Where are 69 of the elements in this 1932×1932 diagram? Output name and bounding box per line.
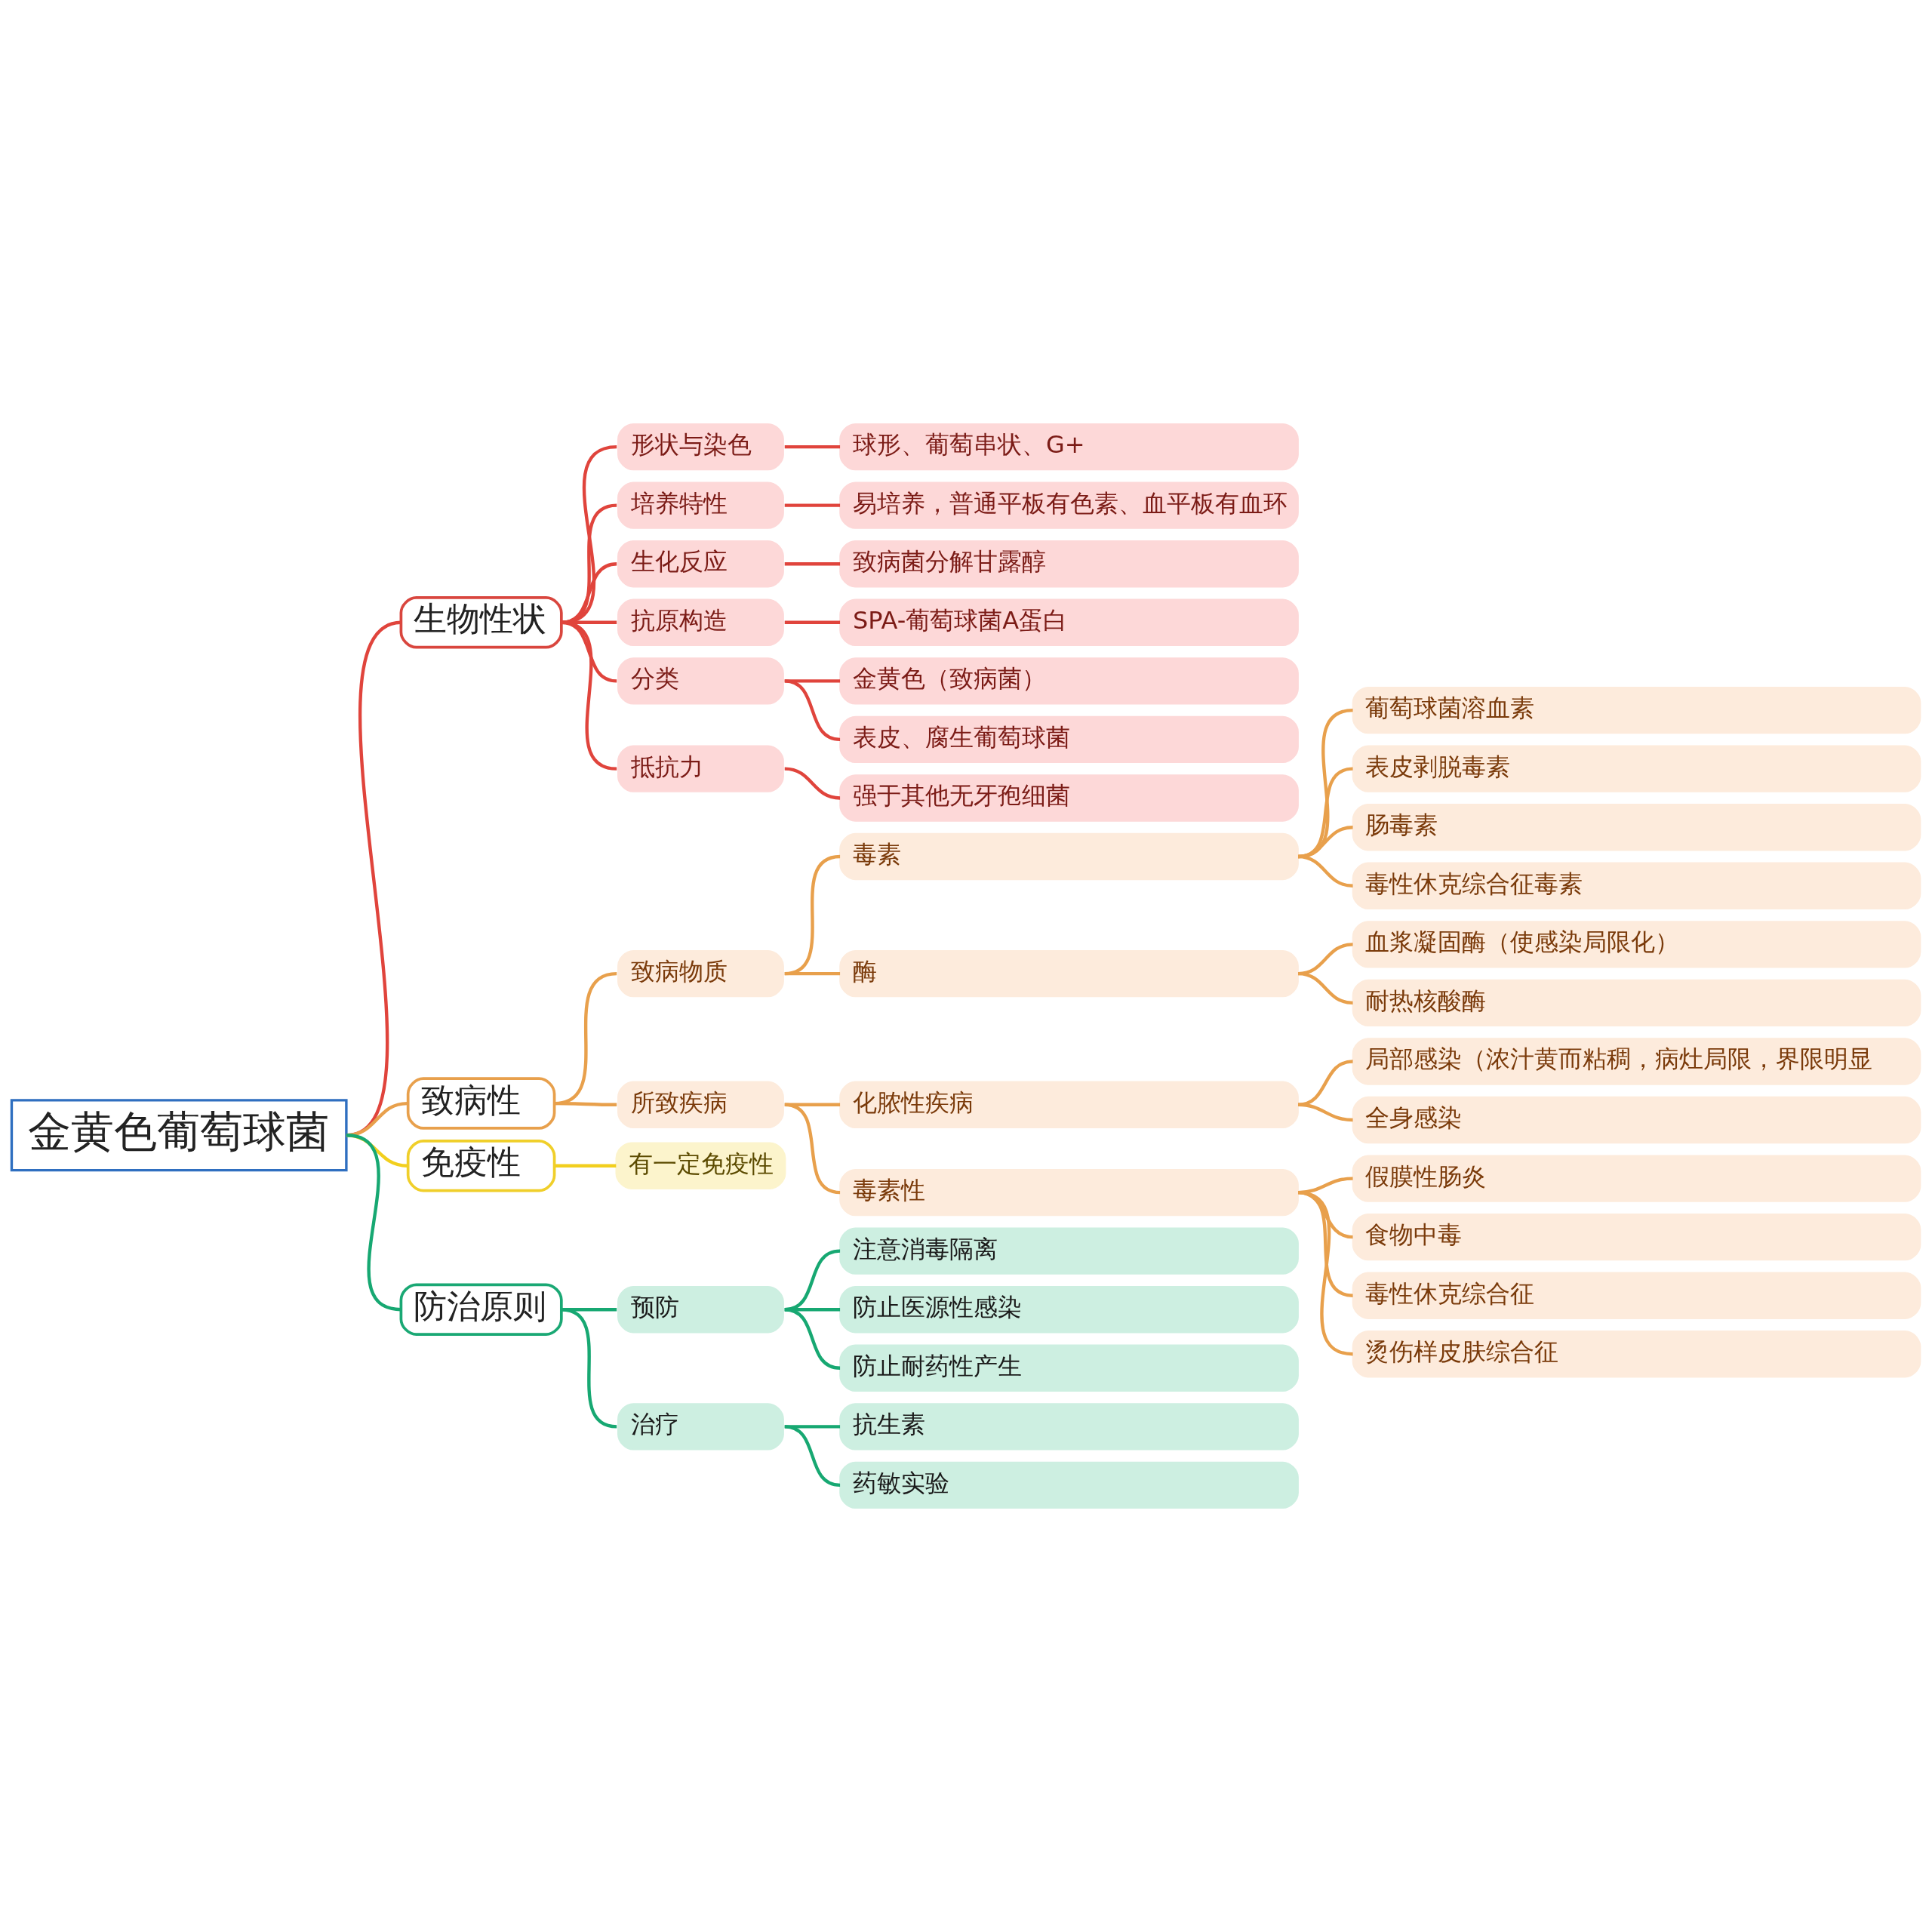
connector <box>555 971 617 1106</box>
connector <box>561 1308 617 1429</box>
connector <box>561 503 617 624</box>
connector <box>1297 1103 1353 1122</box>
node-box: 表皮剥脱毒素 <box>1352 745 1921 792</box>
node-box: 葡萄球菌溶血素 <box>1352 686 1921 734</box>
node-box: 防止医源性感染 <box>839 1286 1299 1334</box>
node-box: 血浆凝固酶（使感染局限化） <box>1352 921 1921 968</box>
node-box: 致病物质 <box>617 949 784 998</box>
connector <box>784 1425 841 1487</box>
connector <box>555 1164 617 1168</box>
node-box: 金黄色葡萄球菌 <box>10 1099 348 1172</box>
connector <box>784 679 841 742</box>
node-box: 球形、葡萄串状、G+ <box>839 423 1299 471</box>
connector <box>784 971 841 976</box>
node-box: 抵抗力 <box>617 745 784 792</box>
node-box: 强于其他无牙孢细菌 <box>839 774 1299 822</box>
node-box: 分类 <box>617 657 784 705</box>
connector <box>561 445 617 624</box>
node-box: 耐热核酸酶 <box>1352 979 1921 1027</box>
connector <box>346 1134 401 1312</box>
node-box: 金黄色（致病菌） <box>839 657 1299 705</box>
node-box: 致病性 <box>406 1077 556 1130</box>
node-box: 易培养，普通平板有色素、血平板有血环 <box>839 481 1299 529</box>
node-box: 毒性休克综合征 <box>1352 1272 1921 1319</box>
node-box: 防治原则 <box>399 1283 563 1336</box>
node-box: SPA-葡萄球菌A蛋白 <box>839 598 1299 646</box>
node-box: 全身感染 <box>1352 1096 1921 1144</box>
connector <box>1297 971 1353 1005</box>
node-box: 食物中毒 <box>1352 1213 1921 1261</box>
node-box: 化脓性疾病 <box>839 1081 1299 1128</box>
connector <box>784 445 841 449</box>
connector <box>784 562 841 566</box>
node-box: 表皮、腐生葡萄球菌 <box>839 715 1299 764</box>
node-box: 致病菌分解甘露醇 <box>839 540 1299 588</box>
connector <box>784 854 841 976</box>
node-box: 有一定免疫性 <box>615 1142 786 1189</box>
connector <box>1297 1060 1353 1106</box>
node-box: 免疫性 <box>406 1139 556 1192</box>
connector <box>561 620 617 771</box>
node-box: 培养特性 <box>617 481 784 529</box>
connector <box>561 562 617 624</box>
connector <box>1297 854 1353 888</box>
connector <box>784 1308 841 1370</box>
node-box: 注意消毒隔离 <box>839 1227 1299 1275</box>
connector <box>784 620 841 624</box>
connector <box>784 767 841 800</box>
connector <box>784 503 841 507</box>
node-box: 局部感染（浓汁黄而粘稠，病灶局限，界限明显 <box>1352 1038 1921 1085</box>
node-box: 酶 <box>839 949 1299 998</box>
node-box: 药敏实验 <box>839 1461 1299 1509</box>
node-box: 烫伤样皮肤综合征 <box>1352 1331 1921 1378</box>
node-box: 防止耐药性产生 <box>839 1344 1299 1392</box>
node-box: 预防 <box>617 1286 784 1334</box>
node-box: 所致疾病 <box>617 1081 784 1128</box>
connector <box>555 1101 617 1106</box>
node-box: 治疗 <box>617 1403 784 1451</box>
node-box: 毒素性 <box>839 1168 1299 1217</box>
node-box: 假膜性肠炎 <box>1352 1155 1921 1202</box>
connector <box>784 1103 841 1195</box>
node-box: 形状与染色 <box>617 423 784 471</box>
node-box: 抗生素 <box>839 1403 1299 1451</box>
node-box: 毒性休克综合征毒素 <box>1352 862 1921 909</box>
connector <box>1297 1190 1353 1356</box>
node-box: 毒素 <box>839 832 1299 881</box>
node-box: 生物性状 <box>399 596 563 649</box>
node-box: 肠毒素 <box>1352 804 1921 851</box>
node-box: 抗原构造 <box>617 598 784 646</box>
node-box: 生化反应 <box>617 540 784 588</box>
